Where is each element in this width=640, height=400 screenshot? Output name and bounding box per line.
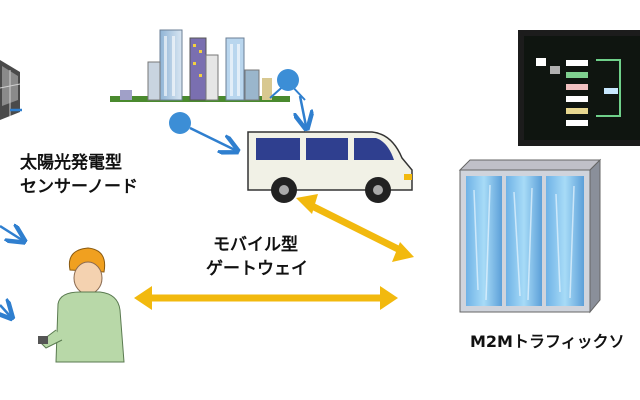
traffic-caption: M2Mトラフィックソ [470,331,625,353]
worker-icon [38,248,124,362]
arrow-left-lower [0,305,10,316]
solar-sensor-label-line2: センサーノード [20,176,138,198]
mobile-gateway-label-line1: モバイル型 [213,234,298,256]
monitor-icon [518,30,640,146]
arrow-to-van-top [300,96,306,126]
arrow-to-van-left [190,128,235,150]
mobile-gateway-label-line2: ゲートウェイ [206,258,308,280]
arrow-left-upper [0,226,22,240]
server-rack-icon [460,160,600,312]
van-icon [248,132,412,203]
sensor-node-icon [270,69,305,100]
solar-sensor-label-line1: 太陽光発電型 [20,152,122,174]
yellow-double-arrow-van-server [296,194,414,262]
city-buildings-icon [110,30,290,102]
yellow-double-arrow-worker-server [134,286,398,310]
sensor-node-icon [169,112,191,134]
